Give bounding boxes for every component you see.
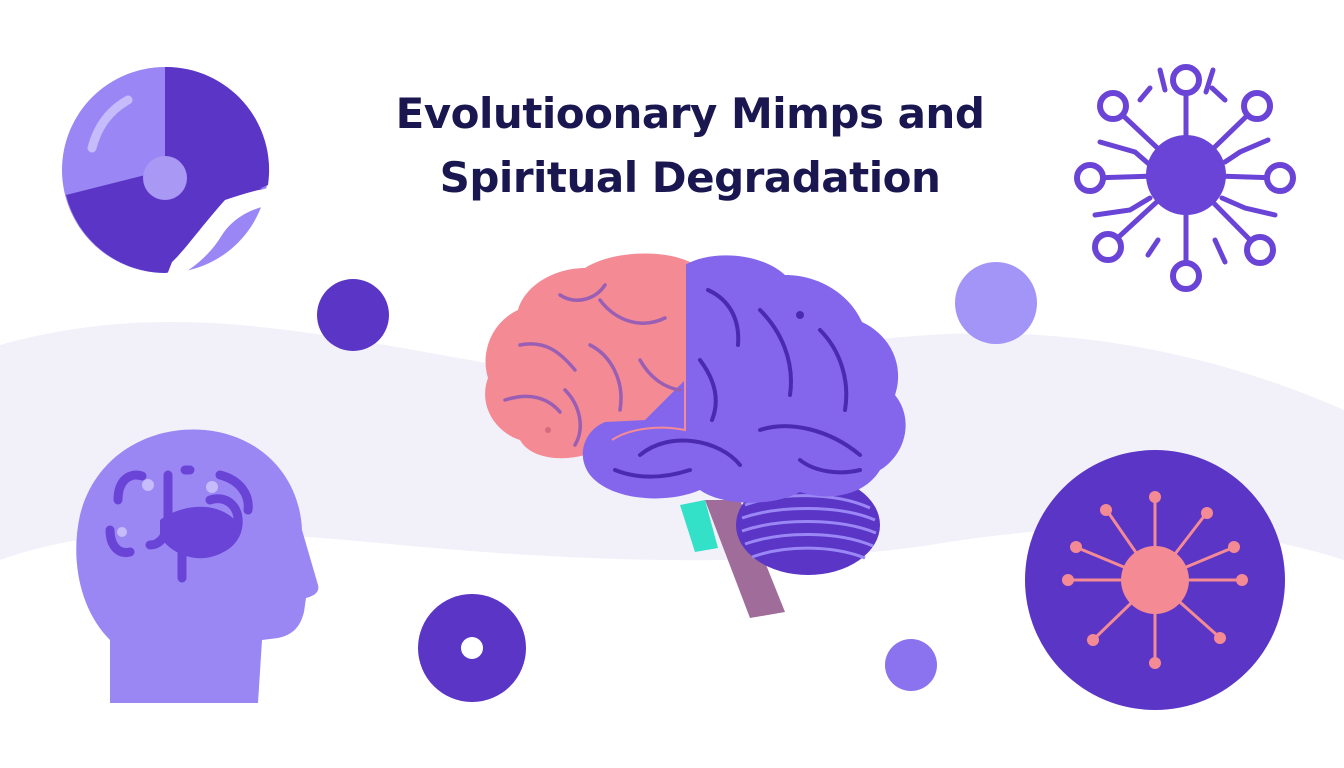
dot-icon xyxy=(885,639,937,691)
dot-icon xyxy=(317,279,389,351)
human-head-icon xyxy=(76,429,319,703)
brain-icon xyxy=(485,253,906,618)
dot-icon xyxy=(955,262,1037,344)
neuron-icon xyxy=(1025,450,1285,710)
ring-icon xyxy=(418,594,526,702)
pie-chart-icon xyxy=(62,66,270,280)
title-line-2: Spiritual Degradation xyxy=(439,153,941,202)
title-line-1: Evolutioonary Mimps and xyxy=(395,89,985,138)
page-title: Evolutioonary Mimps and Spiritual Degrad… xyxy=(300,82,1080,210)
neural-network-nodes xyxy=(1074,64,1296,292)
